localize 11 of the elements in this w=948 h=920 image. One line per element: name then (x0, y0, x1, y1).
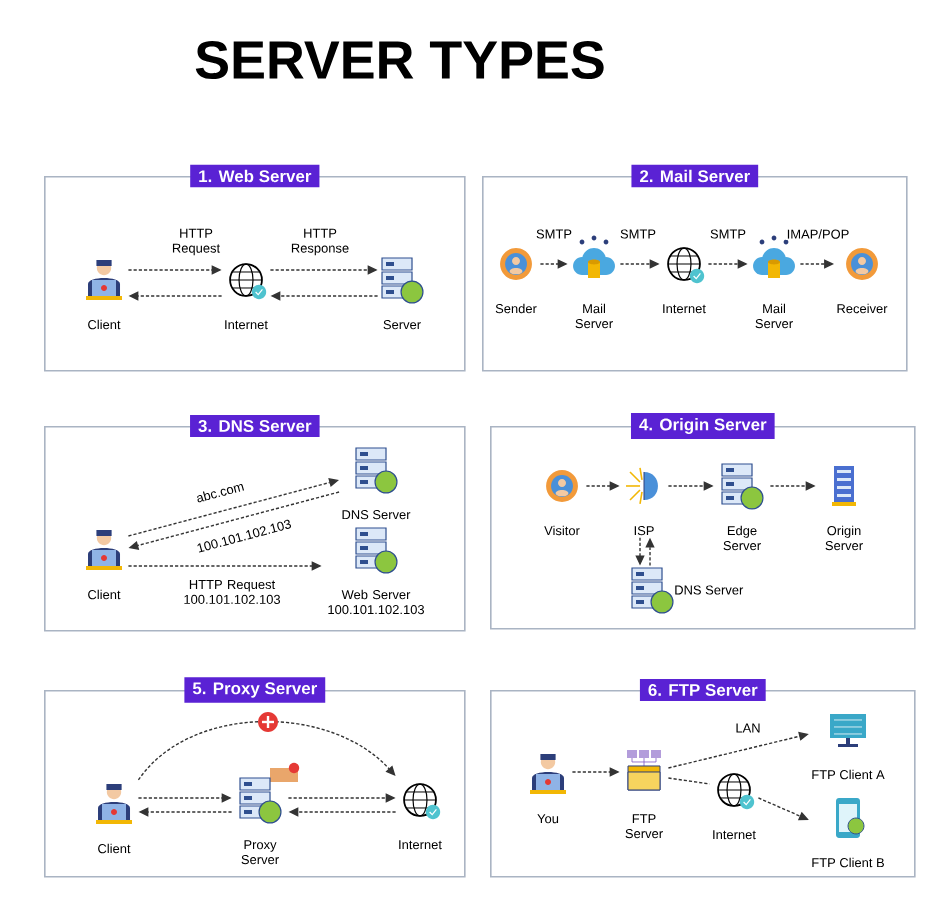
dashed-arrow (137, 720, 396, 781)
panel-title: 2. Mail Server (631, 164, 759, 188)
title: SERVER TYPES (195, 40, 604, 80)
panel-title: 6. FTP Server (639, 679, 766, 701)
dashed-arrow (799, 259, 834, 269)
panel-title: 1. Web Server (190, 164, 320, 188)
panel-title: 5. Proxy Server (184, 677, 326, 703)
dashed-arrow (757, 797, 809, 821)
dashed-arrow (127, 478, 339, 537)
panel-title: 4. Origin Server (631, 413, 775, 439)
panel-title: 3. DNS Server (190, 415, 320, 437)
